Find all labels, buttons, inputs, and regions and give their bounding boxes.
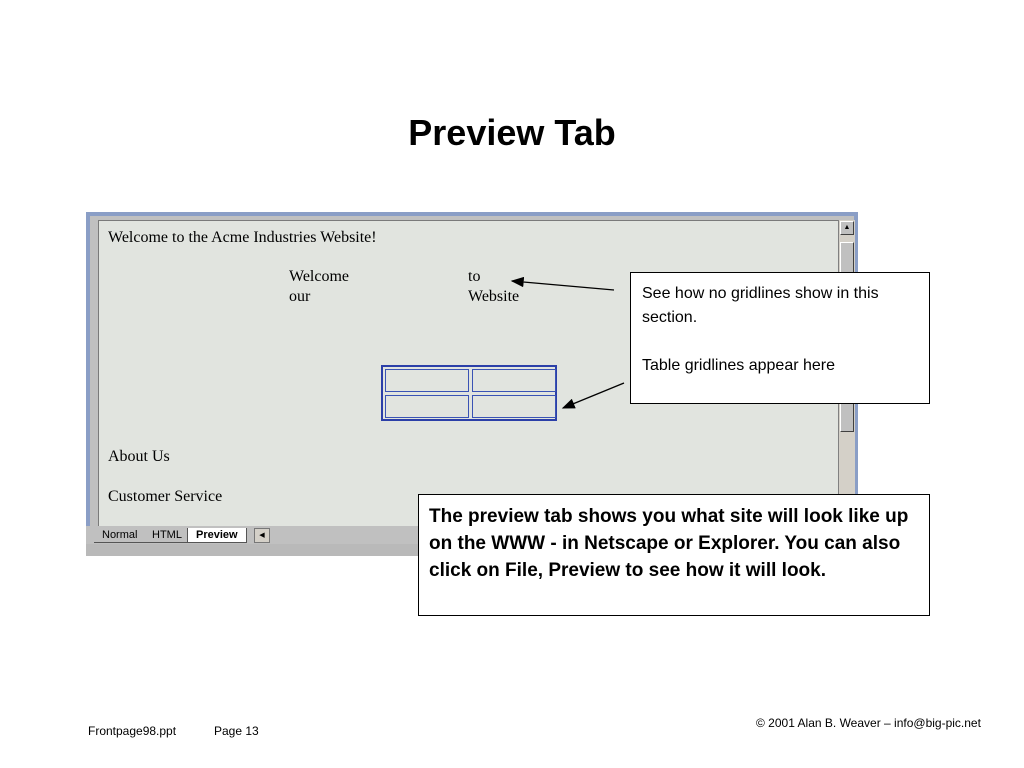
preview-note-text: The preview tab shows you what site will… xyxy=(429,506,909,581)
preview-note-callout: The preview tab shows you what site will… xyxy=(418,494,930,616)
split-word-1: Welcome xyxy=(289,268,350,285)
gridlines-callout: See how no gridlines show in this sectio… xyxy=(630,272,930,404)
footer-page-number: Page 13 xyxy=(214,724,259,738)
tab-scroll-icon[interactable]: ◀ xyxy=(254,528,270,543)
link-customer-service[interactable]: Customer Service xyxy=(108,488,223,505)
tab-html[interactable]: HTML xyxy=(144,528,190,543)
split-word-2: to xyxy=(468,268,481,285)
tab-preview[interactable]: Preview xyxy=(187,528,247,543)
footer-copyright: © 2001 Alan B. Weaver – info@big-pic.net xyxy=(756,716,981,730)
gridlines-callout-text-1: See how no gridlines show in this sectio… xyxy=(642,285,879,326)
gridline-table xyxy=(381,365,557,421)
table-cell xyxy=(472,395,556,418)
link-about-us[interactable]: About Us xyxy=(108,448,170,465)
page-heading: Welcome to the Acme Industries Website! xyxy=(108,229,377,246)
slide-title: Preview Tab xyxy=(408,112,616,153)
split-word-3: our xyxy=(289,288,311,305)
split-word-4: Website xyxy=(468,288,520,305)
tab-normal[interactable]: Normal xyxy=(94,528,146,543)
footer-filename: Frontpage98.ppt xyxy=(88,724,177,738)
gridlines-callout-text-2: Table gridlines appear here xyxy=(642,357,836,374)
table-cell xyxy=(385,369,469,392)
table-cell xyxy=(472,369,556,392)
scroll-up-arrow-icon[interactable]: ▲ xyxy=(840,221,854,235)
table-cell xyxy=(385,395,469,418)
